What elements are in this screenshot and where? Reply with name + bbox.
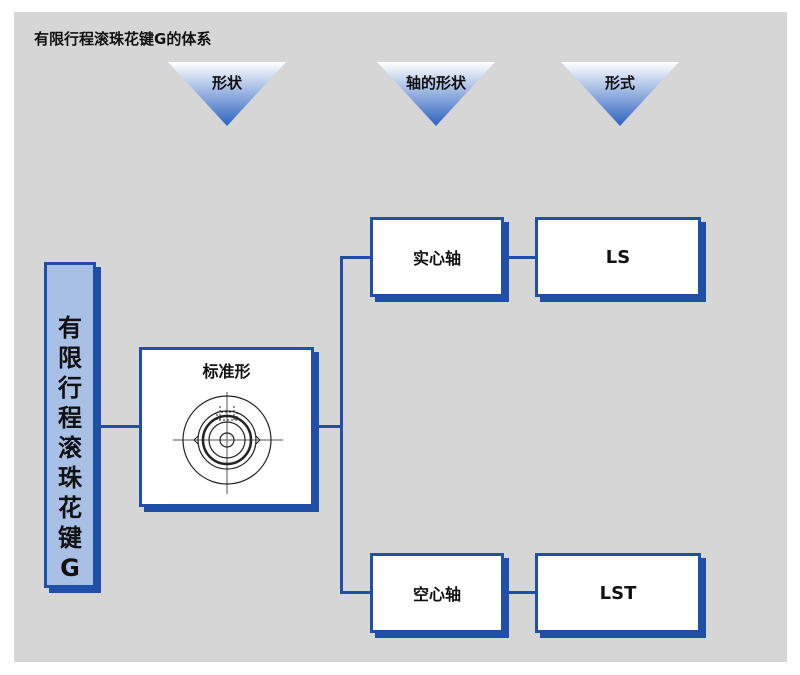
hollow-shaft-box: 空心轴 bbox=[370, 553, 504, 633]
root-label: 有 限 行 程 滚 珠 花 键 G bbox=[47, 313, 93, 583]
model-lst-box: LST bbox=[535, 553, 701, 633]
connector-trunk-to-hollow bbox=[340, 591, 371, 594]
header-label-type: 形式 bbox=[604, 74, 635, 92]
root-char: 行 bbox=[58, 374, 82, 402]
root-char: 限 bbox=[58, 344, 82, 372]
root-char: G bbox=[60, 554, 80, 582]
root-char: 有 bbox=[58, 314, 82, 342]
standard-shape-label: 标准形 bbox=[202, 362, 251, 381]
root-box: 有 限 行 程 滚 珠 花 键 G bbox=[44, 262, 96, 588]
solid-shaft-box: 实心轴 bbox=[370, 217, 504, 297]
root-char: 珠 bbox=[58, 464, 82, 492]
connector-solid-to-ls bbox=[503, 256, 537, 259]
model-ls-box: LS bbox=[535, 217, 701, 297]
connector-trunk-vertical bbox=[340, 256, 343, 593]
diagram-title: 有限行程滚珠花键G的体系 bbox=[34, 30, 212, 48]
connector-trunk-to-solid bbox=[340, 256, 371, 259]
root-char: 键 bbox=[58, 524, 82, 552]
connector-standard-to-trunk bbox=[313, 425, 342, 428]
header-label-shaft: 轴的形状 bbox=[405, 74, 466, 92]
root-char: 花 bbox=[58, 494, 82, 522]
header-label-shape: 形状 bbox=[211, 74, 242, 92]
flange-cross-section-icon bbox=[173, 392, 283, 494]
connector-hollow-to-lst bbox=[503, 591, 537, 594]
connector-root-to-standard bbox=[96, 425, 140, 428]
standard-shape-box: 标准形 bbox=[139, 347, 314, 507]
root-char: 程 bbox=[58, 404, 82, 432]
root-char: 滚 bbox=[58, 434, 82, 462]
